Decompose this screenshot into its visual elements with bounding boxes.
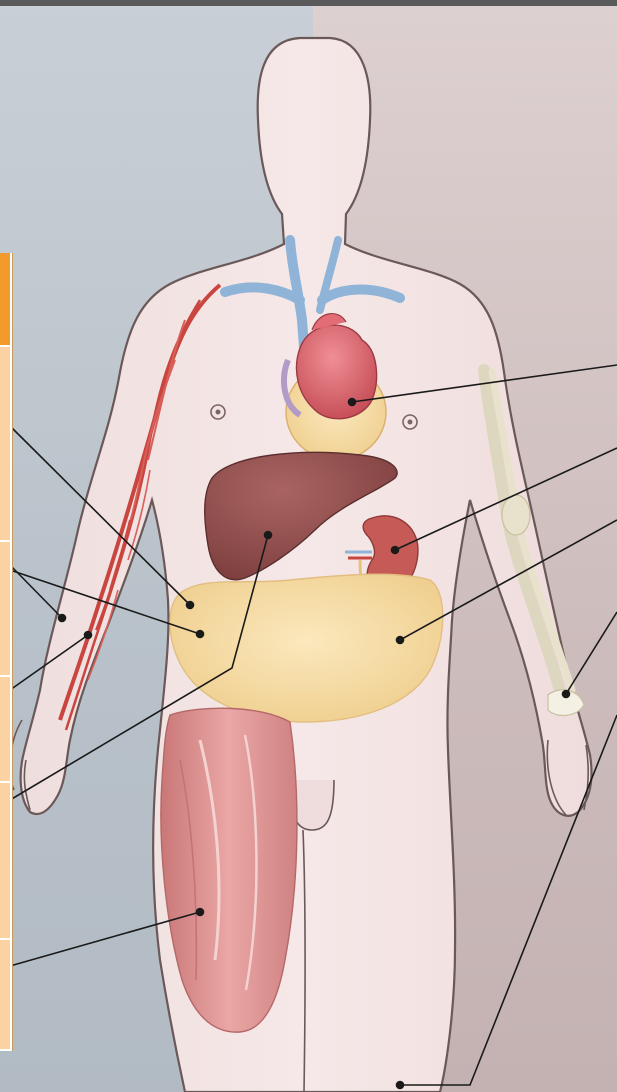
legend-cell-5: [0, 940, 10, 1051]
legend-cell-4: [0, 783, 10, 940]
leader-line-artery-1: [10, 565, 62, 618]
leader-line-bone: [566, 612, 617, 694]
legend-cell-2: [0, 542, 10, 677]
legend-panel: [0, 253, 12, 1051]
legend-cell-1: [0, 347, 10, 542]
legend-header: [0, 253, 10, 347]
legend-cell-3: [0, 677, 10, 783]
body-silhouette: [10, 38, 592, 1092]
